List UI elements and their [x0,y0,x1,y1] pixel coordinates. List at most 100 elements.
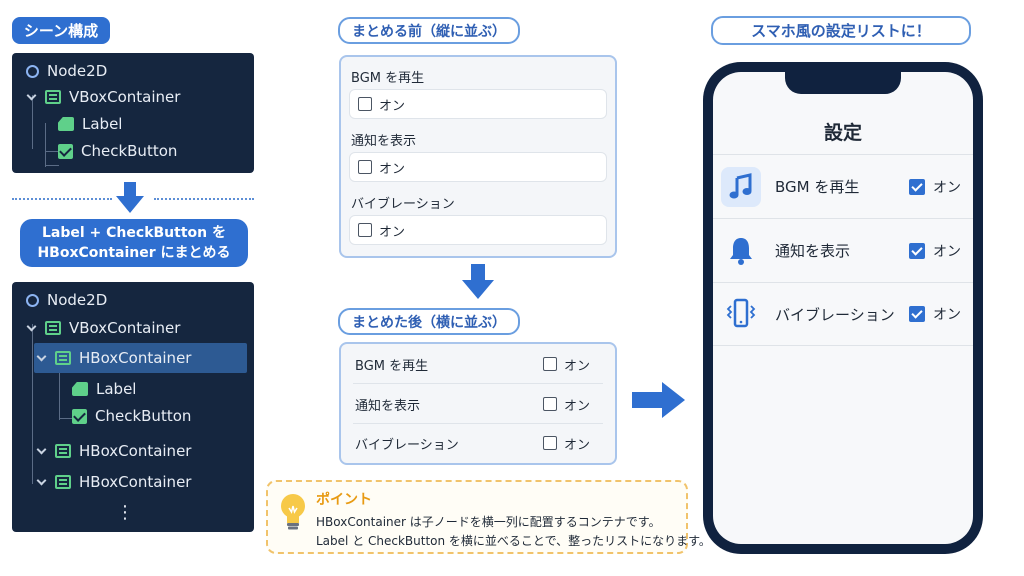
tree-node-label: VBoxContainer [69,319,181,337]
checkbox-unchecked-icon [543,357,557,371]
check-label: オン [379,224,406,240]
tree-node-label: CheckButton [95,407,192,425]
checkbutton[interactable]: オン [909,177,961,197]
check-label: オン [564,398,591,414]
tree-node-node2d[interactable]: Node2D [26,288,107,312]
tree-node-label: CheckButton [81,142,178,160]
down-arrow-icon [116,182,144,213]
node2d-icon [26,293,39,307]
tree-node-checkbutton[interactable]: CheckButton [72,404,191,428]
tree-node-vboxcontainer[interactable]: VBoxContainer [26,316,181,340]
checkbutton[interactable]: オン [543,355,603,374]
checkbutton[interactable]: オン [349,89,607,119]
divider-right [154,198,254,200]
down-arrow-icon [462,264,494,299]
checkbutton[interactable]: オン [909,241,961,261]
after-panel: BGM を再生 オン 通知を表示 オン バイブレーション オン [339,342,617,465]
hbox-row: BGM を再生 オン [353,344,603,384]
item-label: 通知を表示 [351,134,417,149]
scene-tree-after: Node2D VBoxContainer HBoxContainer Label… [12,282,254,532]
item-label: 通知を表示 [355,398,421,414]
check-label: オン [933,179,961,196]
container-icon [55,444,71,458]
point-callout: ポイント HBoxContainer は子ノードを横一列に配置するコンテナです。… [266,480,711,554]
checkbutton-icon [58,143,73,159]
action-line-1: Label + CheckButton を [42,225,226,241]
vibration-icon [721,294,761,334]
tree-node-hboxcontainer-selected[interactable]: HBoxContainer [34,343,247,373]
before-panel: BGM を再生 オン 通知を表示 オン バイブレーション オン [339,55,617,258]
row-divider [353,383,603,384]
point-title: ポイント [316,492,372,508]
settings-title: 設定 [823,122,862,144]
tree-node-label: Label [96,380,137,398]
before-title: まとめる前（縦に並ぶ） [338,17,520,44]
checkbutton[interactable]: オン [543,434,603,453]
settings-row-bgm[interactable]: BGM を再生 オン [713,154,973,218]
settings-row-notification[interactable]: 通知を表示 オン [713,218,973,282]
check-label: オン [933,243,961,260]
right-arrow-icon [632,382,685,418]
chevron-down-icon[interactable] [26,90,37,100]
tree-node-node2d[interactable]: Node2D [26,59,107,83]
label-icon [58,117,74,131]
action-line-2: HBoxContainer にまとめる [37,245,231,261]
label-icon [72,382,88,396]
tree-node-label: HBoxContainer [79,442,192,460]
check-label: オン [379,161,406,177]
chevron-down-icon[interactable] [36,351,47,361]
checkbox-unchecked-icon [543,397,557,411]
check-label: オン [379,98,406,114]
checkbox-unchecked-icon [543,436,557,450]
checkbox-unchecked-icon [358,160,372,174]
tree-node-label: HBoxContainer [79,349,192,367]
point-line-2: Label と CheckButton を横に並べることで、整ったリストになりま… [316,534,711,548]
checkbox-checked-icon [909,306,925,322]
item-label: BGM を再生 [355,358,429,374]
tree-node-hboxcontainer[interactable]: HBoxContainer [36,439,192,463]
after-title: まとめた後（横に並ぶ） [338,308,520,335]
point-line-1: HBoxContainer は子ノードを横一列に配置するコンテナです。 [316,515,661,529]
phone-notch [785,72,901,94]
chevron-down-icon[interactable] [36,444,47,454]
tree-node-hboxcontainer[interactable]: HBoxContainer [36,470,192,494]
check-label: オン [564,437,591,453]
checkbutton[interactable]: オン [909,304,961,324]
tree-node-label: Label [82,115,123,133]
checkbox-unchecked-icon [358,97,372,111]
node2d-icon [26,64,39,78]
settings-row-vibration[interactable]: バイブレーション オン [713,282,973,346]
result-title: スマホ風の設定リストに！ [711,16,971,45]
checkbutton[interactable]: オン [349,215,607,245]
checkbox-checked-icon [909,178,925,195]
music-note-icon [721,166,761,207]
checkbutton-icon [72,408,87,424]
scene-tree-before: Node2D VBoxContainer Label CheckButton [12,53,254,173]
container-icon [45,90,61,104]
phone-screen: 設定 BGM を再生 オン [713,72,973,544]
checkbutton[interactable]: オン [543,395,603,414]
checkbox-checked-icon [909,242,925,259]
settings-row-label: 通知を表示 [775,242,851,260]
item-label: バイブレーション [355,437,459,453]
lightbulb-icon [281,494,305,530]
chevron-down-icon[interactable] [36,475,47,485]
item-label: バイブレーション [351,197,455,212]
tree-node-vboxcontainer[interactable]: VBoxContainer [26,85,181,109]
checkbox-unchecked-icon [358,223,372,237]
bell-icon [721,231,761,271]
chevron-down-icon[interactable] [26,321,37,331]
tree-node-label: HBoxContainer [79,473,192,491]
tree-node-label[interactable]: Label [72,377,136,401]
checkbutton[interactable]: オン [349,152,607,182]
tree-node-label: Node2D [47,291,108,309]
container-icon [45,321,61,335]
tree-node-label[interactable]: Label [58,112,122,136]
settings-row-label: BGM を再生 [775,178,860,196]
tree-node-checkbutton[interactable]: CheckButton [58,139,177,163]
container-icon [55,475,71,489]
more-icon: ⋮ [116,501,134,523]
divider-left [12,198,112,200]
tree-node-label: VBoxContainer [69,88,181,106]
container-icon [55,351,71,365]
